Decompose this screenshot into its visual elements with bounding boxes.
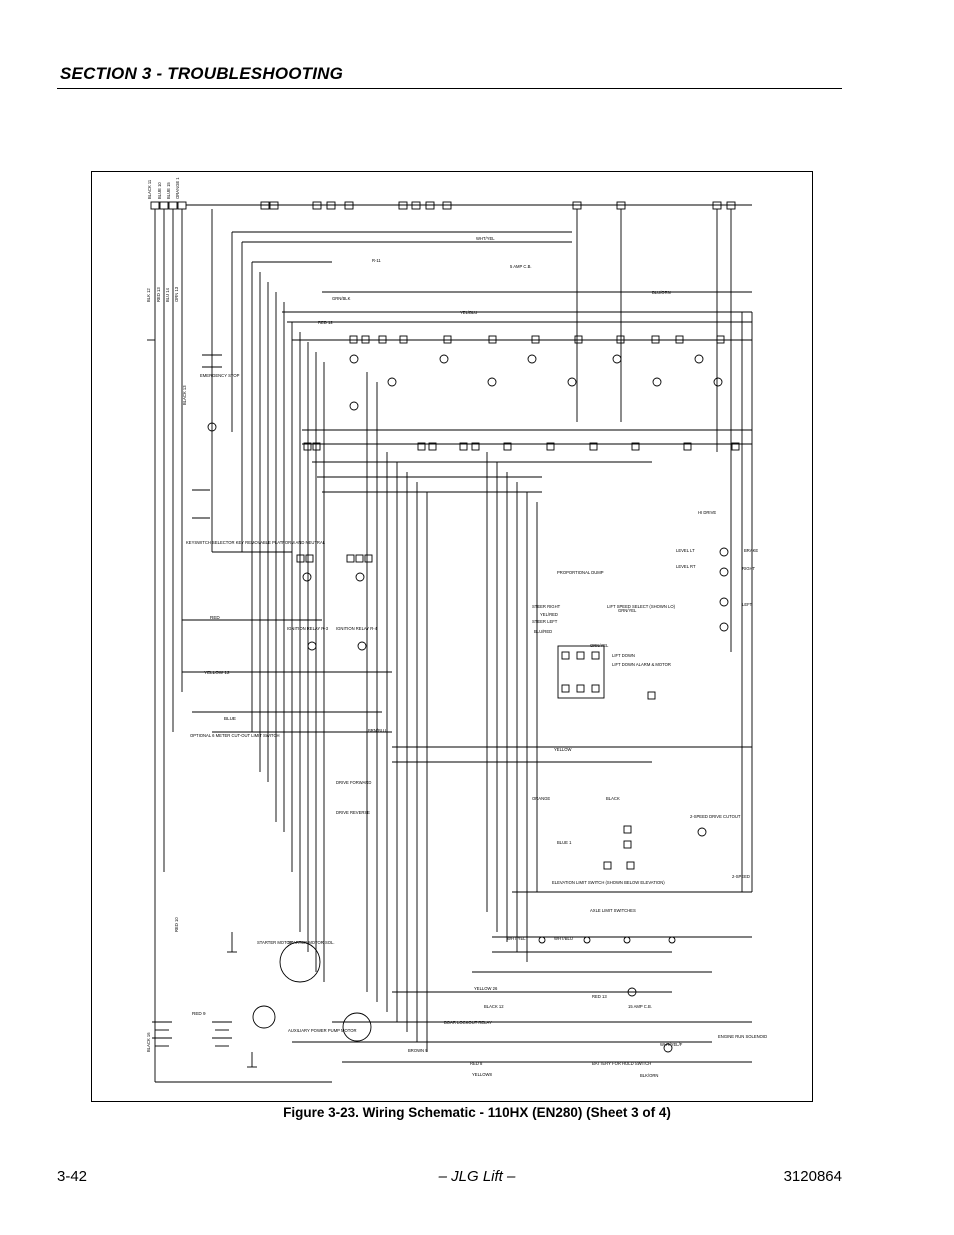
component-label: ELEVATION LIMIT SWITCH (SHOWN BELOW ELEV… [552,880,665,885]
relay-label: IGNITION RELAY R-4 [336,626,378,631]
component-label: ENGINE RUN SOLENOID [718,1034,767,1039]
component-label: 2-SPEED DRIVE CUTOUT [690,814,741,819]
wiring-schematic-figure: BLACK 11 BLUE 10 BLUE 15 ORANGE 1 BLK 12… [91,171,813,1102]
component-label: 2-SPEED [732,874,750,879]
wire-label: ORANGE [532,796,550,801]
component-label: LEVEL LT [676,548,695,553]
wire-label: WHT/YEL/F [660,1042,683,1047]
wire-label: GRN/BLK [332,296,351,301]
component-label: EMERGENCY STOP [200,373,240,378]
component-label: PROPORTIONAL DUMP [557,570,604,575]
relay-label: IGNITION RELAY R-3 [287,626,329,631]
publisher: – JLG Lift – [438,1168,516,1185]
component-label: STARTER MOTOR [257,940,293,945]
wire-label: WHT/YEL [507,936,526,941]
wire-label: YEL/BLU [460,310,477,315]
wire-label: BLACK 12 [484,1004,504,1009]
wire-label: ORN/YEL [590,643,609,648]
wire-label: WHT/BLU [554,936,573,941]
breaker-label: 5 AMP C.B. [510,264,532,269]
component-label: LEFT [742,602,753,607]
wire-label: ORANGE 1 [175,177,180,199]
component-label: DRIVE FORWARD [336,780,371,785]
document-number: 3120864 [783,1168,842,1185]
wire-label: BLK/ORN [640,1073,658,1078]
wire-label: RED 8 [470,1061,483,1066]
wire-label: BLUE 1 [557,840,572,845]
wire-label: BROWN 9 [408,1048,428,1053]
wire-label: BLACK [606,796,620,801]
component-label: LIFT SPEED SELECT (SHOWN LO) [607,604,676,609]
wire-label: YELLOW 26 [474,986,498,991]
wire-label: YELLOW [554,747,572,752]
component-label: DRIVE REVERSE [336,810,370,815]
wire-label: YELLOW8 [472,1072,492,1077]
wire-label: RED 9 [192,1011,206,1016]
wire-label: RED 13 [156,287,161,302]
component-label: RIGHT [742,566,755,571]
wire-label: RED 13 [592,994,607,999]
component-label: BOAR LOCKOUT RELAY [444,1020,492,1025]
wire-label: WHT/YEL [476,236,495,241]
section-header: SECTION 3 - TROUBLESHOOTING [60,64,344,83]
wire-label: RED [210,615,220,620]
component-label: AUXILIARY POWER PUMP MOTOR [288,1028,357,1033]
wire-label: BLACK 16 [146,1032,151,1052]
page-number: 3-42 [57,1168,88,1185]
wire-label: YEL/RED [540,612,558,617]
wire-label: BLU/ORN [652,290,671,295]
wire-label: BLUE 15 [166,182,171,199]
wire-label: RED 12 [318,320,333,325]
wire-label: BLU 14 [165,287,170,302]
component-label: AXLE LIMIT SWITCHES [590,908,636,913]
figure-caption: Figure 3-23. Wiring Schematic - 110HX (E… [283,1105,671,1120]
component-label: LEVEL RT [676,564,696,569]
relay-label: R-11 [372,258,381,263]
component-label: STEER LEFT [532,619,558,624]
component-label: LIFT DOWN [612,653,635,658]
wire-label: BLUE 10 [157,182,162,199]
wire-label: RED 10 [174,917,179,932]
component-label: LIFT DOWN ALARM & MOTOR [612,662,671,667]
component-label: BATTERY FOR HOLD SWITCH [592,1061,651,1066]
component-label: BRAKE [744,548,758,553]
component-label: STEER RIGHT [532,604,561,609]
wire-label: BLACK 11 [147,179,152,199]
header-rule [57,88,842,89]
component-label: KEYSWITCH SELECTOR KEY REMOVABLE PLATFOR… [186,540,326,545]
wire-label: BLACK 13 [182,385,187,405]
component-label: OPTIONAL 6 METER CUT-OUT LIMIT SWITCH [190,733,280,738]
wire-label: BLUE [224,716,236,721]
wiring-schematic-drawing: BLACK 11 BLUE 10 BLUE 15 ORANGE 1 BLK 12… [146,177,767,1083]
component-label: STARTER MOTOR SOL. [288,940,335,945]
wire-label: BLU/RED [534,629,552,634]
wire-label: BLK 12 [146,288,151,302]
wire-label: BRN/BLU [368,728,386,733]
breaker-label: 15 AMP C.B. [628,1004,652,1009]
wire-label: GRN/YEL [618,608,637,613]
wire-label: YELLOW 12 [204,670,230,675]
component-label: HI DRIVE [698,510,716,515]
wire-label: ORN 13 [174,286,179,302]
